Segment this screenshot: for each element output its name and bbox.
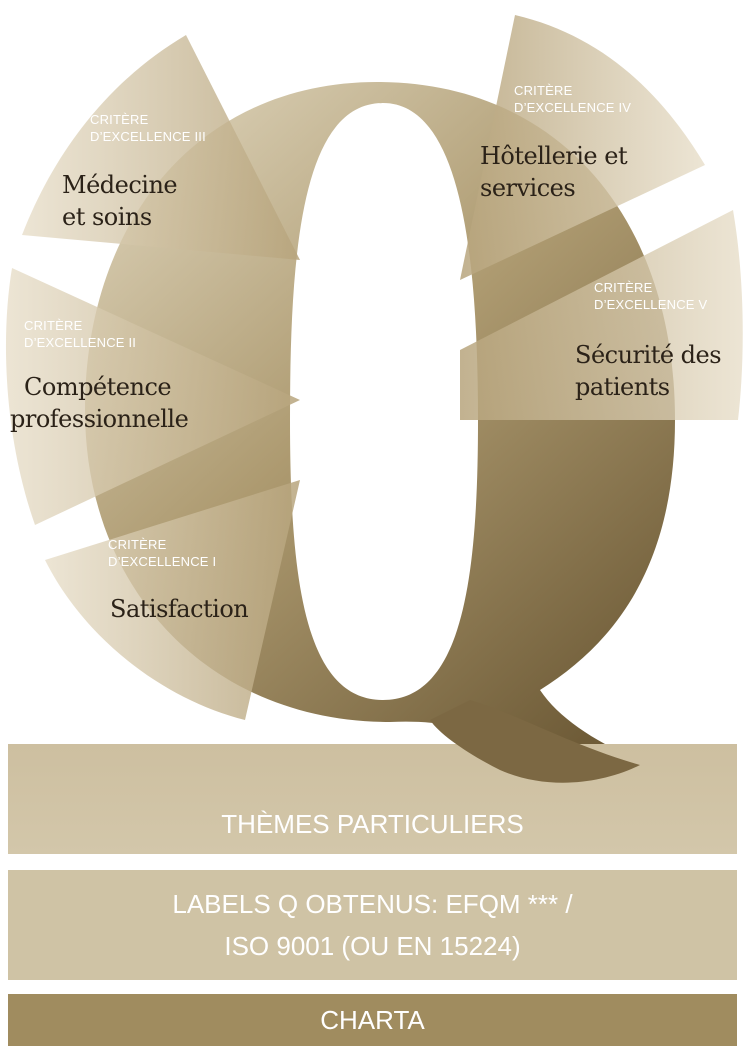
criterion-4-level: CRITÈRE xyxy=(514,83,573,98)
criterion-1-name: D’EXCELLENCE I xyxy=(108,554,217,569)
band-labels-line2: ISO 9001 (OU EN 15224) xyxy=(224,931,521,961)
segment-satisfaction xyxy=(45,480,300,720)
band-labels: LABELS Q OBTENUS: EFQM *** / ISO 9001 (O… xyxy=(8,870,737,980)
band-themes: THÈMES PARTICULIERS xyxy=(8,744,737,854)
criterion-5-name: D’EXCELLENCE V xyxy=(594,297,708,312)
criterion-3-name: D’EXCELLENCE III xyxy=(90,129,206,144)
criterion-4-title-line2: services xyxy=(480,174,576,202)
criterion-3-title-line1: Médecine xyxy=(62,171,178,199)
criterion-3-title-line2: et soins xyxy=(62,203,152,231)
criterion-4-title-line1: Hôtellerie et xyxy=(480,142,628,170)
band-charta-bg xyxy=(8,994,737,1046)
criterion-2-name: D’EXCELLENCE II xyxy=(24,335,137,350)
criterion-5-level: CRITÈRE xyxy=(594,280,653,295)
band-labels-line1: LABELS Q OBTENUS: EFQM *** / xyxy=(172,889,573,919)
criterion-5-title-line1: Sécurité des xyxy=(575,341,722,369)
band-labels-bg xyxy=(8,870,737,980)
segment-hotellerie xyxy=(460,15,705,280)
band-charta-label: CHARTA xyxy=(320,1004,425,1035)
criterion-4-name: D’EXCELLENCE IV xyxy=(514,100,632,115)
segment-securite xyxy=(460,210,743,420)
criterion-1-level: CRITÈRE xyxy=(108,537,167,552)
band-themes-label: THÈMES PARTICULIERS xyxy=(221,809,524,839)
criterion-2-title-line2: professionnelle xyxy=(10,405,189,433)
criterion-3-level: CRITÈRE xyxy=(90,112,149,127)
criterion-2-level: CRITÈRE xyxy=(24,318,83,333)
segment-competence xyxy=(5,268,300,525)
criterion-2-title-line1: Compétence xyxy=(24,373,172,401)
criterion-1-title-line1: Satisfaction xyxy=(110,595,249,623)
segment-medecine xyxy=(22,35,300,260)
q-letter-tail xyxy=(430,700,640,783)
criterion-5-title-line2: patients xyxy=(575,373,670,401)
band-charta: CHARTA xyxy=(8,994,737,1046)
